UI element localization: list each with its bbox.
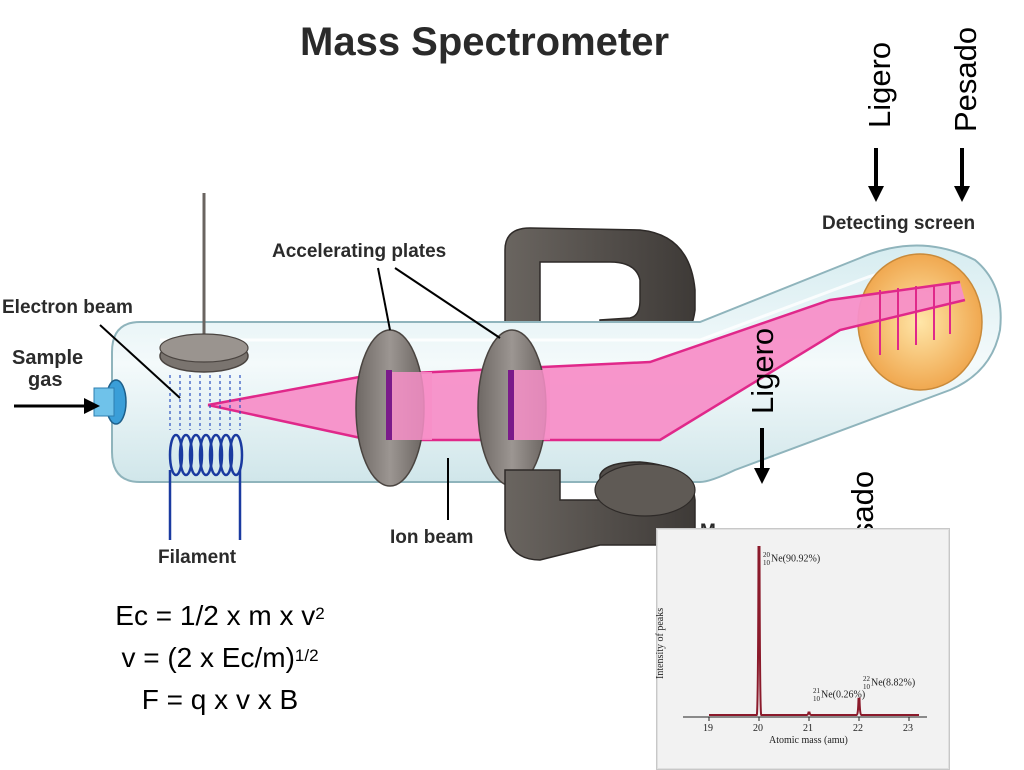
- mass-spectrum-chart: Intensity of peaks Atomic mass (amu) 19 2…: [655, 528, 950, 770]
- equation-kinetic-energy: Ec = 1/2 x m x v2: [115, 600, 325, 631]
- x-tick-label: 23: [903, 723, 913, 734]
- diagram-title: Mass Spectrometer: [300, 20, 670, 64]
- arrow-down-icon: [954, 148, 970, 202]
- x-tick-label: 22: [853, 723, 863, 734]
- detecting-screen-label: Detecting screen: [822, 213, 976, 234]
- spectrum-x-axis-label: Atomic mass (amu): [769, 735, 848, 746]
- mid-light-label: Ligero: [745, 327, 780, 414]
- accelerating-plates-label: Accelerating plates: [272, 241, 447, 262]
- spectrum-plot: [683, 546, 927, 721]
- ion-beam-label: Ion beam: [390, 527, 474, 548]
- electron-gun: [159, 193, 249, 430]
- electron-beam-label: Electron beam: [2, 297, 133, 318]
- magnet-bottom: [504, 461, 696, 561]
- x-tick-label: 19: [703, 723, 713, 734]
- arrow-down-icon: [754, 428, 770, 484]
- top-heavy-label: Pesado: [948, 26, 983, 132]
- spectrum-series-line: [709, 546, 919, 716]
- arrow-right-icon: [14, 398, 100, 414]
- filament-label: Filament: [158, 547, 237, 568]
- filament-coil: [168, 433, 244, 540]
- equation-force: F = q x v x B: [141, 684, 299, 715]
- sample-gas-label-line1: Sample: [12, 347, 84, 369]
- sample-gas-label-line2: gas: [28, 369, 63, 391]
- top-light-label: Ligero: [862, 41, 897, 128]
- accelerating-plate-1: [355, 329, 432, 487]
- spectrum-y-axis-label: Intensity of peaks: [655, 607, 666, 679]
- x-tick-label: 20: [753, 723, 763, 734]
- x-tick-label: 21: [803, 723, 813, 734]
- arrow-down-icon: [868, 148, 884, 202]
- equation-velocity: v = (2 x Ec/m)1/2: [121, 642, 319, 673]
- callout-lines: [99, 267, 501, 520]
